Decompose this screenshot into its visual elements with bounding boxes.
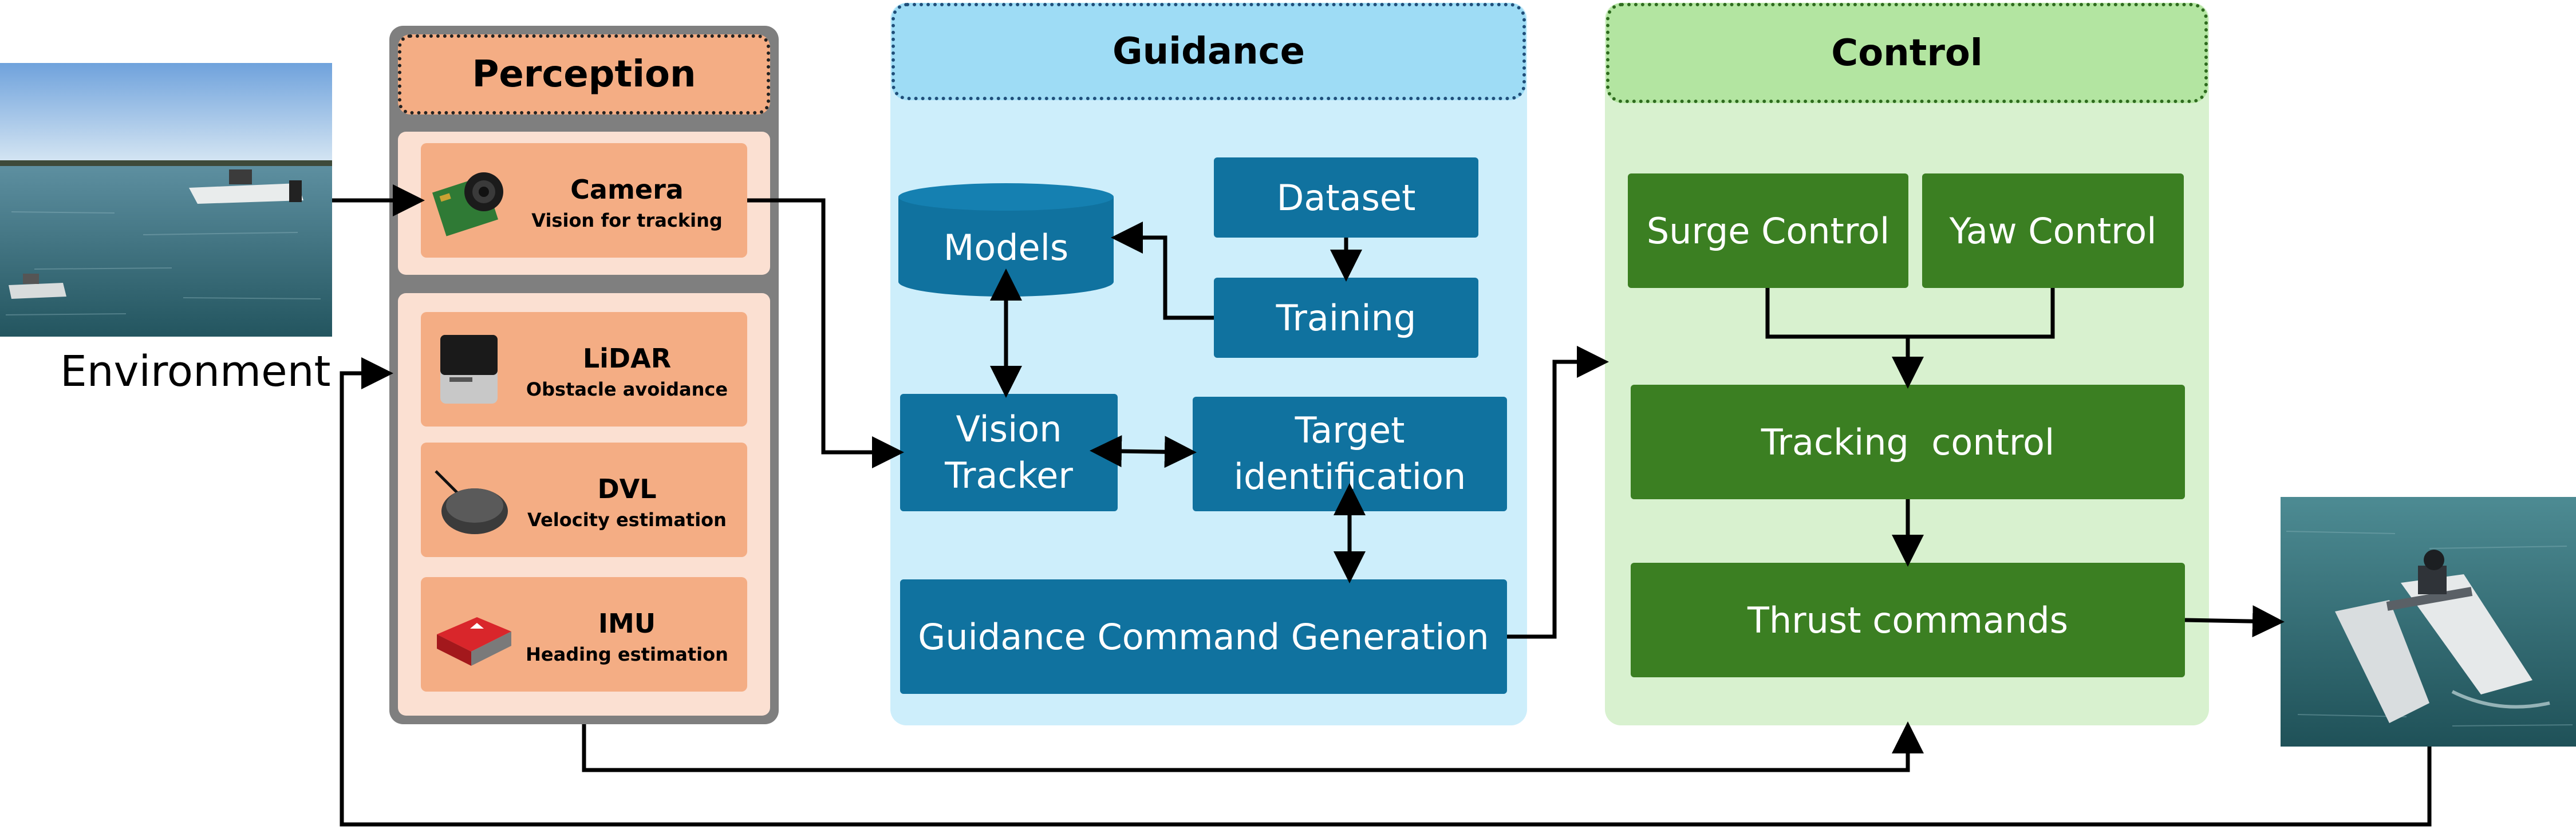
training-box: Training bbox=[1214, 278, 1478, 358]
sensor-dvl: DVL Velocity estimation bbox=[421, 443, 747, 557]
sensor-imu-description: Heading estimation bbox=[526, 644, 728, 665]
sensor-camera: Camera Vision for tracking bbox=[421, 143, 747, 258]
vessel-to-environment-feedback-arrow bbox=[340, 357, 2432, 827]
models-database: Models bbox=[897, 182, 1115, 297]
imu-icon bbox=[431, 600, 517, 674]
yaw-control-box: Yaw Control bbox=[1922, 173, 2184, 288]
perception-to-control-feedback-arrow bbox=[582, 721, 1924, 772]
control-title: Control bbox=[1606, 3, 2208, 103]
guidance-command-generation-box: Guidance Command Generation bbox=[900, 579, 1507, 694]
sensor-lidar: LiDAR Obstacle avoidance bbox=[421, 312, 747, 427]
sensor-lidar-description: Obstacle avoidance bbox=[526, 378, 728, 400]
environment-label: Environment bbox=[60, 347, 331, 396]
camera-to-vision-tracker-arrow bbox=[747, 198, 904, 468]
sensor-lidar-name: LiDAR bbox=[582, 343, 672, 374]
surge-control-box: Surge Control bbox=[1628, 173, 1908, 288]
models-label: Models bbox=[943, 227, 1069, 269]
tracking-control-box: Tracking control bbox=[1631, 385, 2185, 499]
dvl-icon bbox=[430, 465, 510, 540]
dataset-box: Dataset bbox=[1214, 157, 1478, 238]
vessel-photo bbox=[2281, 497, 2576, 747]
training-to-models-arrow bbox=[1111, 222, 1214, 320]
thrust-commands-box: Thrust commands bbox=[1631, 563, 2185, 677]
thrust-to-vessel-arrow bbox=[2184, 605, 2285, 638]
lidar-icon bbox=[433, 329, 508, 409]
sensor-camera-description: Vision for tracking bbox=[531, 210, 723, 231]
sensor-dvl-name: DVL bbox=[597, 473, 657, 504]
vision-tracker-target-arrow bbox=[1090, 435, 1197, 468]
guidance-title: Guidance bbox=[891, 3, 1526, 100]
command-to-control-arrow bbox=[1507, 346, 1609, 639]
vision-tracker-box: Vision Tracker bbox=[900, 394, 1118, 511]
surge-yaw-merge-line bbox=[1765, 288, 2055, 339]
camera-board-icon bbox=[432, 160, 512, 240]
sensor-imu: IMU Heading estimation bbox=[421, 577, 747, 692]
perception-title: Perception bbox=[398, 34, 770, 115]
sensor-dvl-description: Velocity estimation bbox=[527, 509, 727, 531]
environment-photo bbox=[0, 63, 332, 337]
sensor-imu-name: IMU bbox=[598, 608, 656, 639]
sensor-camera-name: Camera bbox=[570, 174, 684, 205]
